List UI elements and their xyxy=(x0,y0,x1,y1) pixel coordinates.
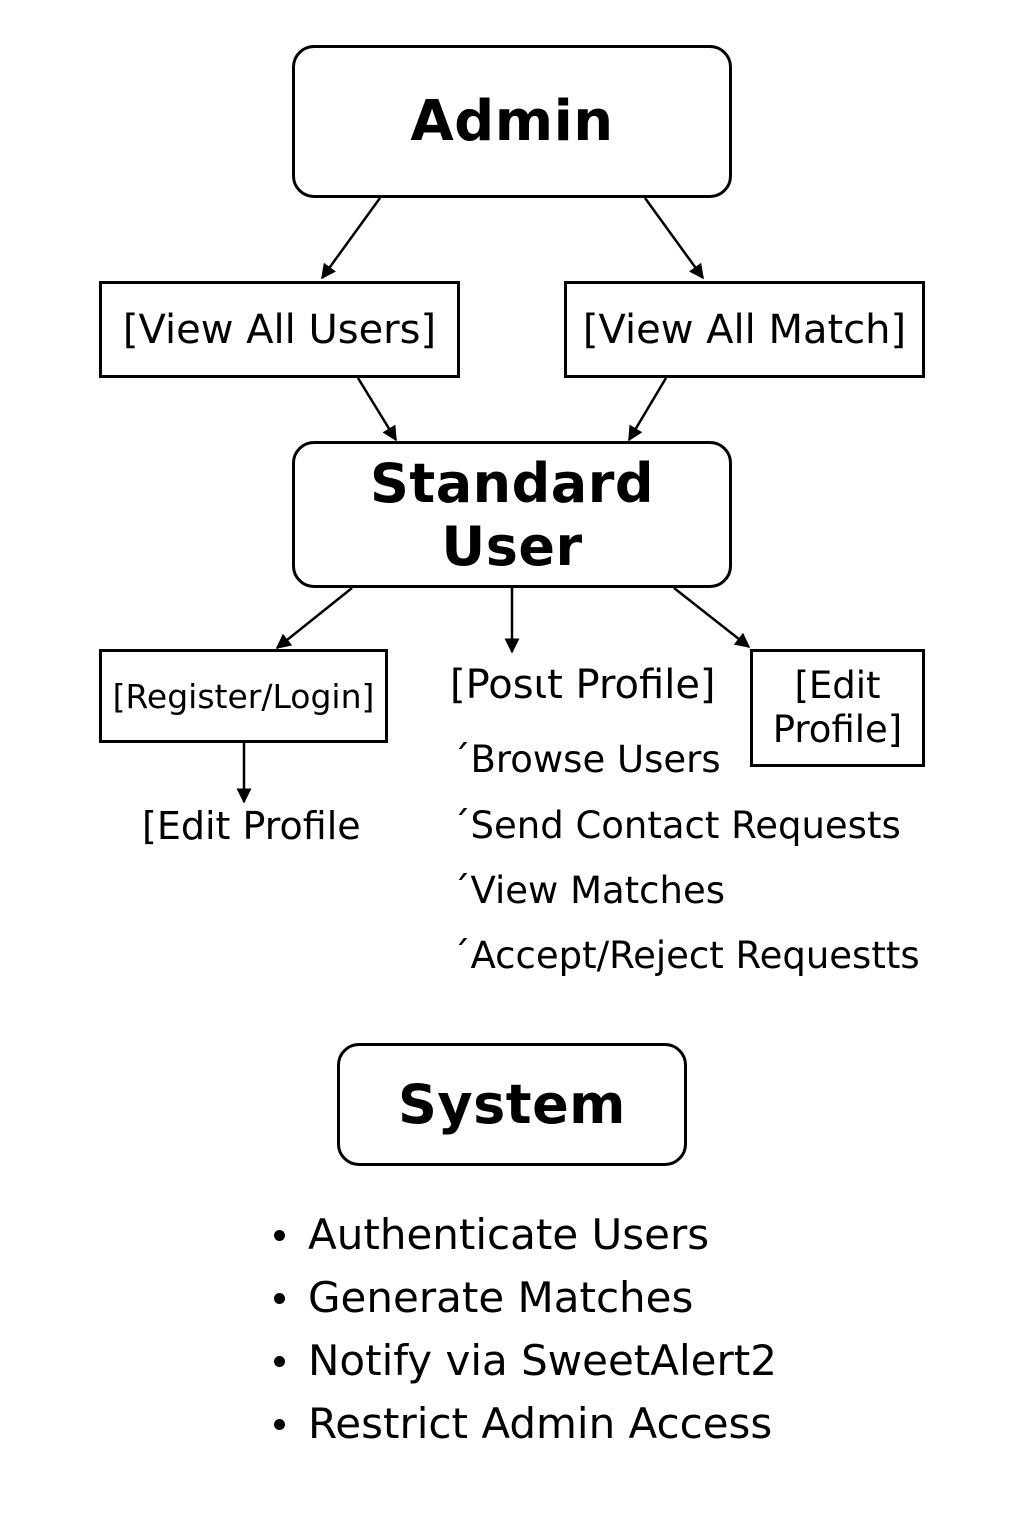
system-action-label: Authenticate Users xyxy=(308,1210,710,1259)
system-action-generate-matches: Generate Matches xyxy=(270,1273,777,1336)
bullet-icon xyxy=(274,1419,285,1430)
arrow-standard-user-to-register-login xyxy=(275,587,353,649)
standard-user-action-accept-reject-requests: ´Accept/Reject Requestts xyxy=(452,934,920,977)
system-action-authenticate-users: Authenticate Users xyxy=(270,1210,777,1273)
arrow-admin-to-view-all-users xyxy=(320,197,382,280)
arrow-standard-user-to-edit-profile xyxy=(673,587,751,648)
view-all-users-node: [View All Users] xyxy=(99,281,460,378)
system-action-label: Notify via SweetAlert2 xyxy=(308,1336,777,1385)
standard-user-action-view-matches: ´View Matches xyxy=(452,869,726,912)
standard-user-action-browse-users: ´Browse Users xyxy=(452,738,721,781)
bullet-icon xyxy=(274,1293,285,1304)
system-node: System xyxy=(337,1043,687,1166)
register-login-node: [Register/Login] xyxy=(99,649,388,743)
bullet-icon xyxy=(274,1356,285,1367)
arrow-view-all-users-to-standard-user xyxy=(356,377,398,442)
system-action-restrict-admin-access: Restrict Admin Access xyxy=(270,1399,777,1462)
post-profile-label: [Posιt Profile] xyxy=(450,662,716,708)
system-actions-list: Authenticate Users Generate Matches Noti… xyxy=(270,1210,777,1462)
system-action-label: Restrict Admin Access xyxy=(308,1399,773,1448)
standard-user-node: Standard User xyxy=(292,441,732,588)
edit-profile-label: [Edit Profile xyxy=(142,804,361,848)
system-action-notify-via-sweetalert2: Notify via SweetAlert2 xyxy=(270,1336,777,1399)
standard-user-action-send-contact-requests: ´Send Contact Requests xyxy=(452,804,901,847)
system-action-label: Generate Matches xyxy=(308,1273,694,1322)
bullet-icon xyxy=(274,1230,285,1241)
arrow-view-all-match-to-standard-user xyxy=(627,377,668,442)
arrow-admin-to-view-all-match xyxy=(643,197,705,280)
admin-node: Admin xyxy=(292,45,732,198)
view-all-match-node: [View All Match] xyxy=(564,281,925,378)
edit-profile-node: [Edit Profile] xyxy=(750,649,925,767)
